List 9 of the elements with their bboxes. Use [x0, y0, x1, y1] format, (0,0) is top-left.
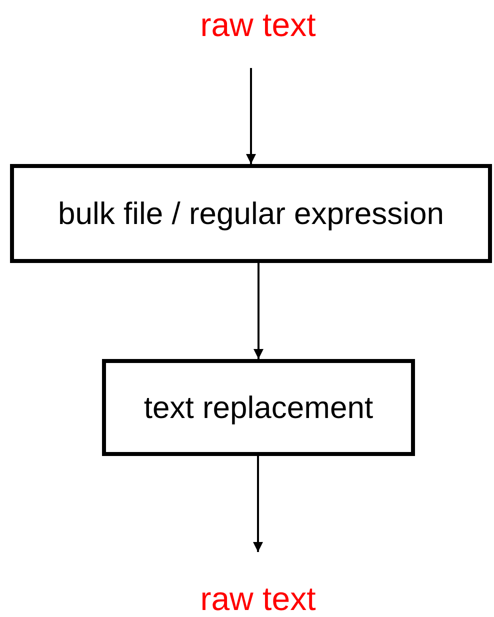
process-box [102, 359, 415, 456]
flow-label: raw text [200, 6, 316, 44]
arrow [253, 456, 263, 552]
box-label: text replacement [144, 390, 374, 426]
arrow [254, 263, 264, 359]
box-label: bulk file / regular expression [58, 196, 444, 232]
arrow [246, 68, 256, 164]
process-box [10, 164, 492, 263]
flow-label: raw text [200, 580, 316, 617]
